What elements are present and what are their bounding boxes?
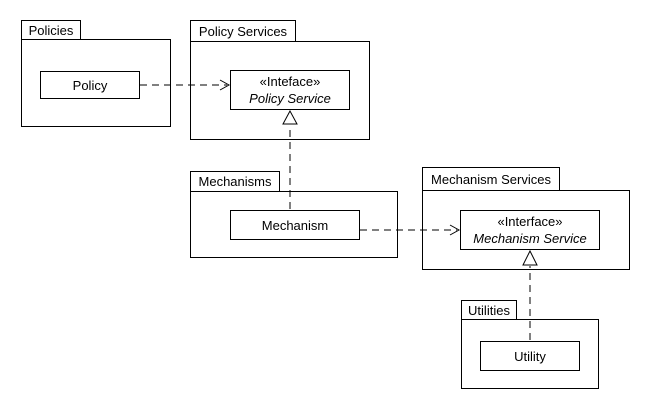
package-utilities-label: Utilities (468, 302, 510, 318)
interface-box-policy-service: «Inteface» Policy Service (230, 70, 350, 110)
package-mechanism-services-label: Mechanism Services (431, 171, 551, 187)
interface-box-mechanism-service: «Interface» Mechanism Service (460, 210, 600, 250)
package-mechanism-services-tab: Mechanism Services (422, 167, 560, 191)
mechanism-service-name: Mechanism Service (473, 231, 587, 246)
package-policies-label: Policies (28, 22, 74, 38)
policy-service-stereotype: «Inteface» (259, 74, 321, 89)
class-box-mechanism: Mechanism (230, 210, 360, 240)
package-policies-tab: Policies (21, 20, 81, 40)
package-mechanisms-tab: Mechanisms (190, 171, 280, 192)
package-mechanisms-label: Mechanisms (198, 174, 272, 189)
mechanism-service-stereotype: «Interface» (497, 214, 563, 229)
package-policy-services-label: Policy Services (198, 23, 288, 39)
class-box-policy: Policy (40, 71, 140, 99)
class-policy-label: Policy (72, 77, 108, 93)
class-mechanism-label: Mechanism (261, 217, 329, 233)
package-policy-services-tab: Policy Services (190, 20, 296, 42)
class-utility-label: Utility (514, 348, 546, 364)
policy-service-name: Policy Service (249, 91, 331, 106)
package-utilities-tab: Utilities (461, 300, 517, 320)
class-box-utility: Utility (480, 341, 580, 371)
